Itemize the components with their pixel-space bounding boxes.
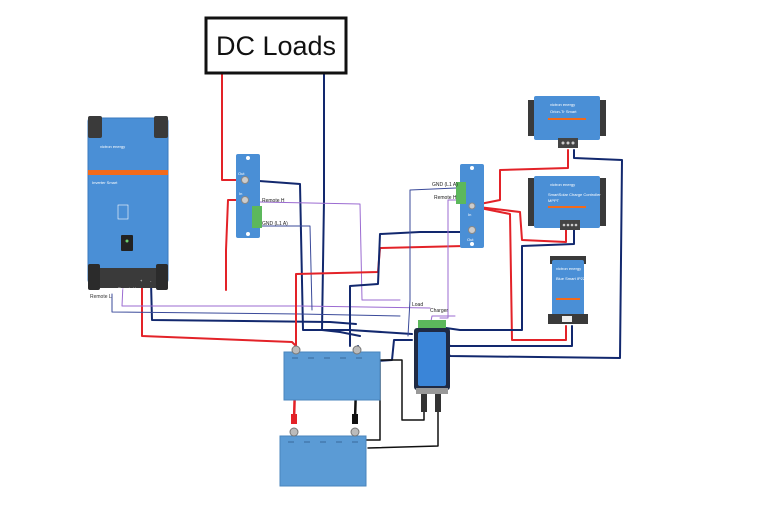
left-bp-out-terminal: [241, 176, 249, 184]
inverter-display: [121, 235, 133, 251]
left-bp-remote-h-label: Remote H: [262, 198, 285, 204]
mppt-orange-band: [548, 206, 586, 208]
wire-right-bp-remote-h: [439, 199, 457, 319]
wire-left-bp-in-positive: [225, 199, 243, 291]
bms-terminal-block: [418, 320, 446, 328]
battery-bottom: [279, 414, 367, 487]
left-bp-gnd-label: GND (L1 A): [262, 221, 288, 227]
wire-left-bp-gnd: [259, 225, 313, 311]
wire-right-bp-to-orion: [469, 149, 569, 207]
battery-protect-left: Out In Remote H GND (L1 A): [236, 154, 288, 238]
battery-series-positive-lug: [291, 414, 297, 424]
left-bp-in-label: In: [239, 191, 242, 196]
inverter-neg-label: -: [150, 278, 152, 283]
mppt-sub: MPPT: [548, 198, 560, 203]
orion-charger: victron energy Orion-Tr Smart: [528, 96, 606, 148]
inverter-remote-l-label: Remote L: [90, 294, 112, 300]
ac-charger-model: Blue Smart IP22 Charger: [556, 276, 601, 281]
wire-right-bp-out-negative: [349, 231, 471, 347]
wire-mppt-negative: [445, 225, 575, 331]
wire-bms-sense-a: [379, 359, 425, 421]
right-bp-in-terminal: [468, 202, 476, 210]
wire-left-bp-remote-h: [259, 201, 401, 301]
orion-model: Orion-Tr Smart: [550, 109, 577, 114]
battery-top: [283, 345, 381, 401]
wire-inverter-negative: [150, 281, 357, 325]
battery-protect-right: GND (L1 A) Remote H In Out: [432, 164, 484, 248]
wire-dc-loads-positive: [221, 73, 243, 181]
wire-inverter-remote-h: [121, 283, 431, 309]
wire-right-bp-to-mppt: [469, 205, 567, 243]
inverter-orange-band: [88, 170, 168, 175]
ac-charger: victron energy Blue Smart IP22 Charger: [548, 256, 601, 324]
wire-right-bp-gnd: [407, 187, 457, 337]
wire-right-bp-to-charger: [469, 205, 567, 341]
ac-charger-brand: victron energy: [556, 266, 581, 271]
inverter: victron energy Inverter Smart Remote H +…: [87, 116, 169, 300]
inverter-model: Inverter Smart: [92, 180, 118, 185]
battery-series-negative-lug: [352, 414, 358, 424]
battery-bottom-positive-terminal: [289, 427, 299, 437]
bms-charger-label: Charger: [430, 308, 448, 314]
right-bp-out-label: Out: [467, 237, 474, 242]
right-bp-out-terminal: [468, 226, 476, 234]
ac-charger-output-terminal: [562, 316, 572, 322]
inverter-pos-label: +: [140, 278, 143, 283]
battery-top-positive-terminal: [291, 345, 301, 355]
right-bp-terminal-block: [456, 182, 466, 204]
orion-orange-band: [548, 118, 586, 120]
mppt-brand: victron energy: [550, 182, 575, 187]
wire-dc-loads-negative: [321, 73, 361, 337]
left-bp-in-terminal: [241, 196, 249, 204]
bms: Load Charger: [412, 302, 450, 412]
bms-cable-right: [435, 394, 441, 412]
mppt-model: SmartSolar Charge Controller: [548, 192, 601, 197]
wire-inverter-remote-l: [111, 293, 401, 317]
dc-loads-label: DC Loads: [216, 31, 336, 61]
mppt-terminal-block: [560, 220, 580, 230]
orion-brand: victron energy: [550, 102, 575, 107]
inverter-remote-h-label: Remote H: [118, 286, 136, 291]
inverter-brand: victron energy: [100, 144, 125, 149]
dc-loads-box: DC Loads: [204, 16, 348, 75]
bms-cable-left: [421, 394, 427, 412]
right-bp-gnd-label: GND (L1 A): [432, 182, 458, 188]
ac-charger-orange-band: [556, 298, 580, 300]
wire-bms-sense-b: [367, 397, 439, 449]
battery-bottom-negative-terminal: [350, 427, 360, 437]
right-bp-in-label: In: [468, 212, 471, 217]
wires: [111, 73, 623, 449]
wire-inverter-positive: [141, 281, 297, 347]
right-bp-remote-h-label: Remote H: [434, 195, 457, 201]
bms-load-label: Load: [412, 302, 423, 308]
mppt-controller: victron energy SmartSolar Charge Control…: [528, 176, 606, 230]
left-bp-terminal-block: [252, 206, 262, 228]
battery-top-negative-terminal: [352, 345, 362, 355]
wire-left-bp-out-negative: [244, 179, 413, 335]
left-bp-out-label: Out: [238, 171, 245, 176]
